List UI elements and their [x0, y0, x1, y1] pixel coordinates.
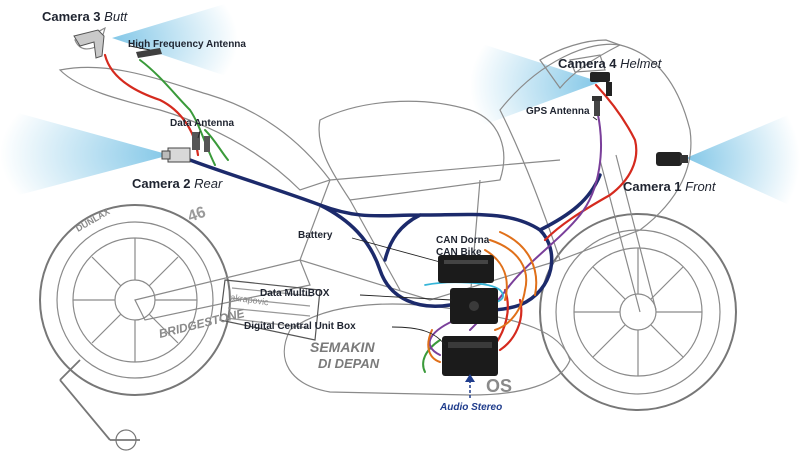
battery-box [438, 255, 494, 283]
electronics [438, 255, 498, 376]
antenna-hardware [136, 48, 602, 152]
can-bike-label: CAN Bike [436, 247, 482, 258]
camera-2-name: Camera 2 [132, 176, 191, 191]
frame [299, 159, 561, 301]
sponsor-line-2: DI DEPAN [318, 356, 380, 371]
camera-1-position: Front [685, 179, 716, 194]
high-frequency-antenna-label: High Frequency Antenna [128, 39, 246, 50]
camera-4-name: Camera 4 [558, 56, 617, 71]
camera-2-beam [0, 108, 170, 200]
camera-4-position: Helmet [620, 56, 662, 71]
front-fork [599, 154, 657, 313]
high-frequency-antenna-leader [129, 45, 151, 51]
leader-lines [129, 45, 598, 346]
audio-stereo-label: Audio Stereo [440, 402, 503, 413]
can-dorna-label: CAN Dorna [436, 235, 490, 246]
data-antenna-label: Data Antenna [170, 118, 235, 129]
race-number: 46 [186, 204, 209, 226]
gps-antenna-leader [592, 116, 598, 121]
camera-3-beam [112, 0, 238, 80]
camera-1-name: Camera 1 [623, 179, 682, 194]
main-loom-cable [188, 158, 602, 312]
box-green-cable [422, 339, 441, 373]
camera-1-body-icon [656, 152, 688, 166]
swingarm [134, 259, 311, 321]
camera-4-label: Camera 4 Helmet [558, 56, 661, 71]
front-wheel [539, 213, 737, 411]
camera-2-position: Rear [194, 176, 223, 191]
paddock-stand [59, 359, 140, 441]
gps-antenna-icon [592, 96, 602, 116]
front-fairing [499, 43, 692, 261]
camera-4-red-cable [543, 83, 638, 242]
data-antenna-leader [197, 130, 201, 139]
data-multibox-label: Data MultiBOX [260, 288, 330, 299]
sponsor-line-1: SEMAKIN [310, 339, 375, 355]
audio-stereo-arrow [465, 374, 475, 398]
camera-2-body-icon [161, 147, 191, 163]
camera-3-position: Butt [104, 9, 128, 24]
data-multibox-leader [359, 294, 453, 301]
gps-antenna-label: GPS Antenna [526, 106, 590, 117]
lower-fairing [283, 303, 571, 396]
camera-1-label: Camera 1 Front [623, 179, 716, 194]
fuel-tank [318, 100, 505, 201]
dcu-box-leader [391, 326, 446, 346]
orange-cable-bundle [427, 231, 538, 363]
camera-4-body-icon [590, 72, 612, 96]
digital-central-unit-box-label: Digital Central Unit Box [244, 321, 356, 332]
exhaust [219, 279, 321, 341]
high-frequency-antenna-icon [136, 48, 162, 58]
rear-tire-brand: DUNLAX [74, 206, 111, 233]
camera-3-body-icon [73, 29, 105, 59]
camera-2-label: Camera 2 Rear [132, 176, 222, 191]
fairing-text: OS [486, 376, 512, 396]
data-antenna-icon [192, 132, 210, 152]
battery-label: Battery [298, 230, 333, 241]
battery-leader [351, 237, 441, 263]
motorcycle-sketch [39, 26, 737, 451]
rear-wheel [39, 204, 231, 396]
camera-3-label: Camera 3 Butt [42, 9, 127, 24]
camera-1-beam [686, 110, 800, 210]
camera-hardware [73, 29, 688, 166]
camera-3-name: Camera 3 [42, 9, 101, 24]
camera-beams [0, 0, 800, 210]
